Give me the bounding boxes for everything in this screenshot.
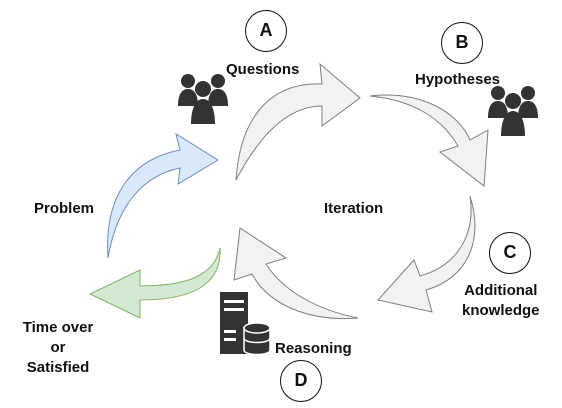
label-satisfied: Satisfied bbox=[26, 359, 90, 376]
label-time-over: Time over bbox=[22, 319, 94, 336]
cycle-arrow-reasoning bbox=[233, 227, 359, 320]
label-iteration: Iteration bbox=[324, 200, 384, 217]
label-additional: Additional bbox=[464, 282, 538, 299]
entry-arrow bbox=[107, 132, 219, 259]
label-knowledge: knowledge bbox=[462, 302, 540, 319]
step-badge-b: B bbox=[441, 22, 483, 64]
step-badge-d: D bbox=[280, 360, 322, 402]
cycle-arrow-hypotheses bbox=[369, 94, 489, 187]
people-group-icon bbox=[488, 86, 538, 136]
exit-arrow bbox=[88, 247, 221, 319]
step-badge-a: A bbox=[245, 10, 287, 52]
label-questions: Questions bbox=[226, 61, 300, 78]
cycle-arrow-knowledge bbox=[377, 195, 476, 313]
database-server-icon bbox=[220, 292, 271, 356]
step-badge-c: C bbox=[489, 232, 531, 274]
label-hypotheses: Hypotheses bbox=[415, 71, 501, 88]
label-problem: Problem bbox=[34, 200, 95, 217]
cycle-arrow-questions bbox=[235, 62, 361, 181]
label-or: or bbox=[50, 339, 66, 356]
people-group-icon bbox=[178, 74, 228, 124]
label-reasoning: Reasoning bbox=[275, 340, 352, 357]
label-exit-condition: Time over or Satisfied bbox=[14, 318, 102, 378]
label-additional-knowledge: Additional knowledge bbox=[462, 281, 540, 321]
